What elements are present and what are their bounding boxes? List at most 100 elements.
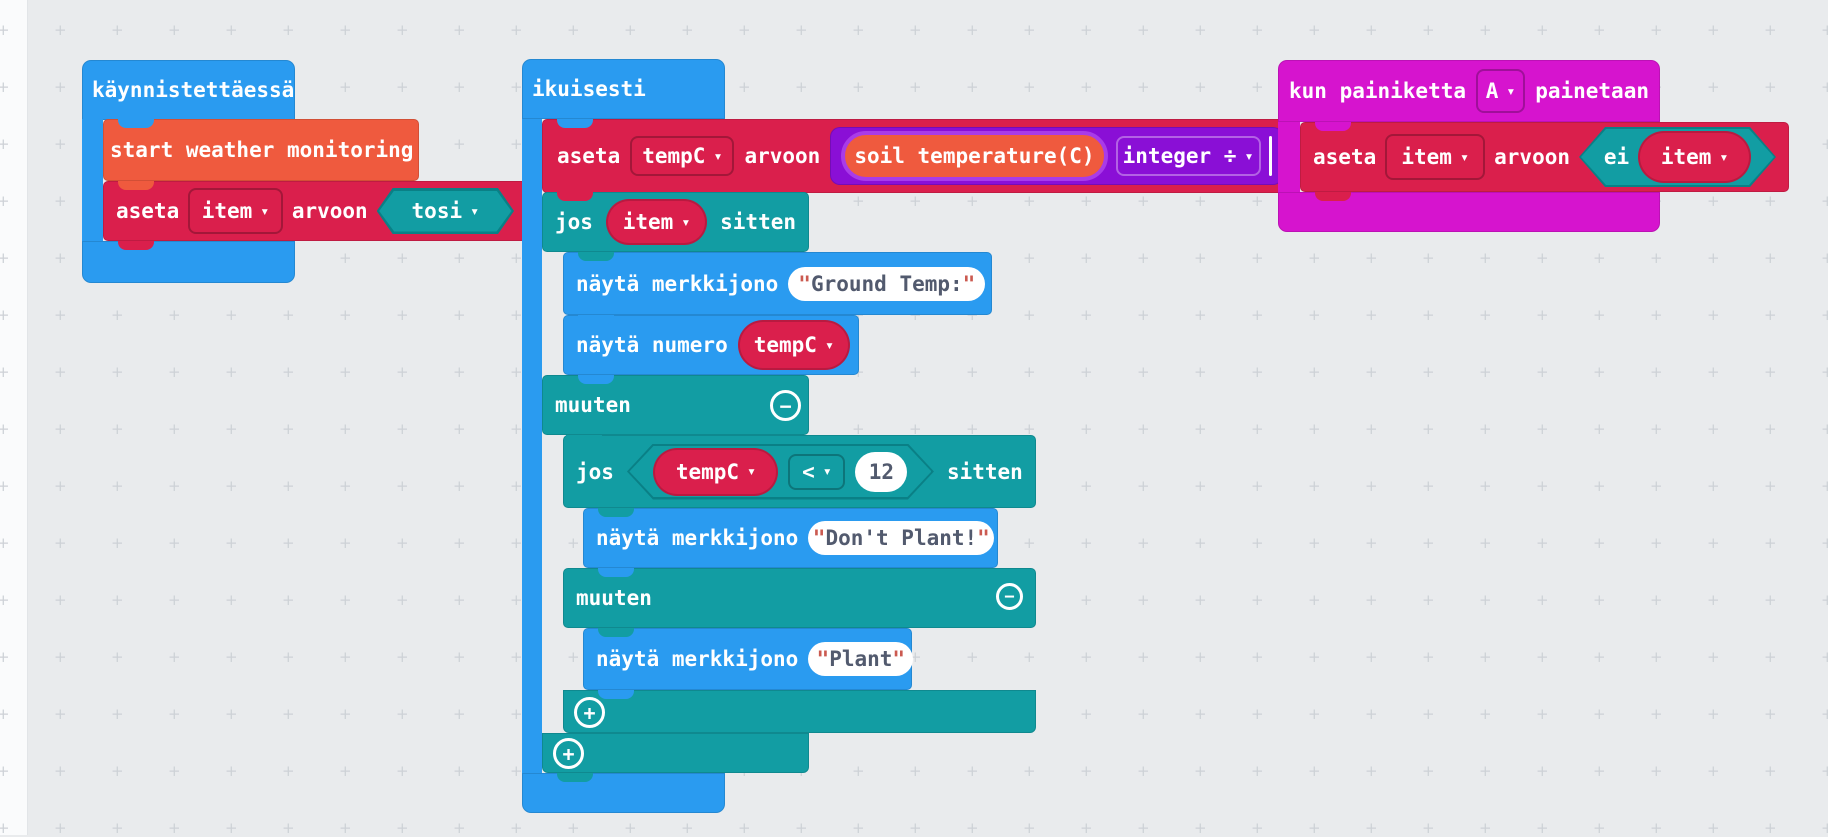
chevron-down-icon: ▾	[824, 335, 834, 354]
on-button-spine[interactable]	[1278, 122, 1300, 196]
show-string-ground-temp-block[interactable]: näytä merkkijono "Ground Temp: "	[563, 252, 992, 315]
if-inner-footer[interactable]: +	[563, 690, 1036, 733]
open-quote: "	[812, 526, 826, 550]
number-value: 12	[868, 459, 895, 484]
remove-else-button[interactable]: −	[996, 583, 1023, 610]
else-keyword: muuten	[555, 393, 631, 417]
not-keyword: ei	[1603, 145, 1630, 169]
close-quote: "	[892, 647, 906, 671]
if-inner-header[interactable]: jos tempC ▾ < ▾ 12 sitten	[563, 435, 1036, 508]
on-button-header[interactable]: kun painiketta A ▾ painetaan	[1278, 60, 1660, 122]
show-string-plant-block[interactable]: näytä merkkijono "Plant"	[583, 628, 914, 690]
forever-header[interactable]: ikuisesti	[522, 59, 725, 119]
button-name: A	[1485, 79, 1499, 103]
variable-name: tempC	[675, 459, 740, 484]
integer-divide-block[interactable]: soil temperature(C) integer ÷ ▾	[830, 127, 1284, 185]
chevron-down-icon: ▾	[1719, 147, 1729, 166]
item-condition-reporter[interactable]: item ▾	[605, 199, 708, 245]
string-value: Ground Temp:	[810, 271, 963, 296]
notch	[598, 628, 634, 637]
on-start-title: käynnistettäessä	[92, 78, 295, 102]
chevron-down-icon: ▾	[822, 462, 832, 480]
notch	[118, 181, 154, 190]
set-item-not-item-block[interactable]: aseta item ▾ arvoon ei item ▾	[1300, 122, 1789, 192]
forever-title: ikuisesti	[532, 77, 646, 101]
variable-dropdown[interactable]: item ▾	[1385, 134, 1486, 180]
notch	[578, 315, 614, 324]
notch	[598, 508, 634, 517]
notch	[578, 375, 614, 384]
set-keyword: aseta	[557, 144, 621, 168]
variable-name: item	[1660, 145, 1712, 169]
show-string-dont-plant-block[interactable]: näytä merkkijono "Don't Plant!"	[583, 508, 998, 568]
then-keyword: sitten	[946, 459, 1023, 484]
notch	[557, 192, 593, 201]
operator-dropdown[interactable]: integer ÷ ▾	[1115, 136, 1261, 176]
variable-name: item	[622, 210, 674, 234]
chevron-down-icon: ▾	[1506, 81, 1516, 100]
show-string-label: näytä merkkijono	[596, 647, 799, 671]
tempc-reporter[interactable]: tempC ▾	[737, 320, 850, 370]
hidden-number-field[interactable]	[1268, 136, 1273, 176]
variable-name: item	[201, 199, 253, 223]
notch	[598, 568, 634, 577]
show-number-block[interactable]: näytä numero tempC ▾	[563, 315, 859, 375]
item-reporter[interactable]: item ▾	[1638, 131, 1752, 183]
on-start-header[interactable]: käynnistettäessä	[82, 60, 295, 120]
operator-label: <	[802, 459, 815, 484]
then-keyword: sitten	[720, 210, 796, 234]
chevron-down-icon: ▾	[470, 201, 480, 220]
hexagon-fill	[379, 191, 511, 232]
string-value: Don't Plant!	[825, 526, 978, 550]
close-quote: "	[977, 526, 990, 550]
notch	[118, 241, 154, 250]
notch	[566, 435, 602, 444]
set-item-true-block[interactable]: aseta item ▾ arvoon tosi ▾	[103, 181, 527, 241]
tempc-reporter[interactable]: tempC ▾	[653, 447, 779, 496]
on-start-footer[interactable]	[82, 241, 295, 283]
comparison-operator-dropdown[interactable]: < ▾	[788, 453, 846, 490]
forever-spine[interactable]	[522, 119, 542, 775]
chevron-down-icon: ▾	[747, 462, 757, 480]
string-value-field[interactable]: "Don't Plant!"	[808, 521, 995, 555]
set-tempc-block[interactable]: aseta tempC ▾ arvoon soil temperature(C)…	[542, 119, 1285, 193]
notch	[118, 119, 154, 128]
string-value: Plant	[829, 647, 893, 671]
true-value-hexagon[interactable]: tosi ▾	[377, 188, 514, 234]
chevron-down-icon: ▾	[1459, 147, 1469, 166]
notch	[557, 119, 593, 128]
notch	[1315, 192, 1351, 201]
minus-icon: −	[1004, 586, 1015, 607]
remove-else-button[interactable]: −	[770, 390, 801, 421]
variable-dropdown[interactable]: tempC ▾	[630, 136, 735, 176]
sensor-label: soil temperature(C)	[854, 144, 1095, 168]
variable-dropdown[interactable]: item ▾	[188, 188, 283, 234]
not-hexagon[interactable]: ei item ▾	[1579, 127, 1776, 187]
add-else-button[interactable]: +	[574, 697, 605, 728]
string-value-field[interactable]: "Plant"	[808, 642, 914, 676]
set-keyword: aseta	[1313, 145, 1377, 169]
button-dropdown[interactable]: A ▾	[1476, 69, 1526, 113]
add-else-button[interactable]: +	[553, 738, 584, 769]
number-value-field[interactable]: 12	[855, 451, 908, 492]
if-keyword: jos	[576, 459, 614, 484]
open-quote: "	[816, 647, 830, 671]
else-inner-bar[interactable]: muuten −	[563, 568, 1036, 628]
variable-name: item	[1401, 145, 1452, 169]
comparison-hexagon[interactable]: tempC ▾ < ▾ 12	[627, 444, 934, 500]
if-outer-header[interactable]: jos item ▾ sitten	[542, 192, 809, 252]
editor-left-gutter	[0, 0, 28, 835]
to-keyword: arvoon	[1494, 145, 1570, 169]
soil-temperature-reporter[interactable]: soil temperature(C)	[841, 131, 1108, 181]
start-weather-monitoring-block[interactable]: start weather monitoring	[103, 119, 419, 181]
on-button-title-prefix: kun painiketta	[1289, 79, 1467, 103]
string-value-field[interactable]: "Ground Temp: "	[788, 266, 986, 301]
forever-footer[interactable]	[522, 773, 725, 813]
notch	[598, 690, 634, 699]
minus-icon: −	[779, 393, 792, 418]
close-quote: "	[962, 271, 976, 296]
on-button-footer[interactable]	[1278, 192, 1660, 232]
else-outer-bar[interactable]: muuten −	[542, 375, 809, 435]
on-start-spine[interactable]	[82, 119, 103, 243]
if-outer-footer[interactable]: +	[542, 733, 809, 773]
